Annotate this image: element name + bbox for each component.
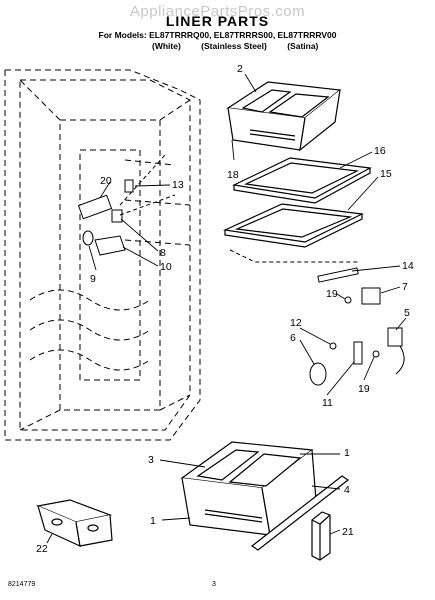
callout-1-lower: 1 [150, 515, 156, 527]
part-number: 8214779 [8, 581, 36, 588]
callout-7: 7 [402, 281, 408, 293]
callout-15: 15 [380, 168, 392, 180]
callout-11: 11 [322, 397, 333, 409]
socket-8 [111, 209, 123, 223]
callout-4: 4 [344, 484, 350, 496]
callout-21: 21 [342, 526, 354, 538]
callout-19-lower: 19 [358, 383, 370, 395]
watermark: AppliancePartsPros.com [129, 3, 306, 20]
callout-14: 14 [402, 260, 414, 272]
callout-18: 18 [227, 169, 239, 181]
upper-basket [226, 81, 342, 152]
callout-9: 9 [90, 273, 96, 285]
callout-20: 20 [100, 175, 112, 187]
callout-12: 12 [290, 317, 302, 329]
callout-3: 3 [148, 454, 154, 466]
screw-13 [124, 179, 134, 193]
lower-basket [180, 441, 317, 537]
color-white: (White) [152, 41, 181, 51]
page-number: 3 [212, 581, 216, 588]
basket-trim [250, 475, 350, 551]
callout-6: 6 [290, 332, 296, 344]
bulb-9 [82, 230, 94, 246]
callout-2: 2 [237, 63, 243, 75]
diagram-title: LINER PARTS [165, 13, 270, 29]
freezer-liner [4, 69, 201, 441]
door-bin [35, 499, 113, 548]
callout-1-upper: 1 [344, 447, 350, 459]
knob-6 [309, 362, 327, 386]
plate-11 [353, 341, 363, 365]
callout-19-upper: 19 [326, 288, 338, 300]
hinge-7 [361, 287, 381, 305]
leader-lines [46, 73, 407, 544]
glass-shelf [222, 203, 365, 248]
callout-labels: 2 16 15 18 13 20 8 10 9 14 7 19 5 12 6 1… [36, 63, 414, 555]
callout-16: 16 [374, 145, 386, 157]
bracket-10 [94, 235, 126, 256]
callout-22: 22 [36, 543, 48, 555]
callout-8: 8 [160, 247, 166, 259]
callout-10: 10 [160, 261, 172, 273]
callout-5: 5 [404, 307, 410, 319]
trim-14 [317, 267, 359, 283]
screw-19a [344, 296, 352, 304]
color-variants: (White) (Stainless Steel) (Satina) [152, 41, 336, 51]
switch-5 [387, 327, 403, 347]
screw-19b [372, 350, 380, 358]
color-satina: (Satina) [287, 41, 319, 51]
light-housing [77, 194, 113, 220]
shelf-frame [232, 157, 372, 204]
small-parts [77, 154, 405, 386]
model-list: For Models: EL87TRRRQ00, EL87TRRRS00, EL… [98, 30, 337, 40]
screw-12 [329, 342, 337, 350]
color-stainless: (Stainless Steel) [201, 41, 267, 51]
filler-block [311, 511, 331, 561]
callout-13: 13 [172, 179, 184, 191]
